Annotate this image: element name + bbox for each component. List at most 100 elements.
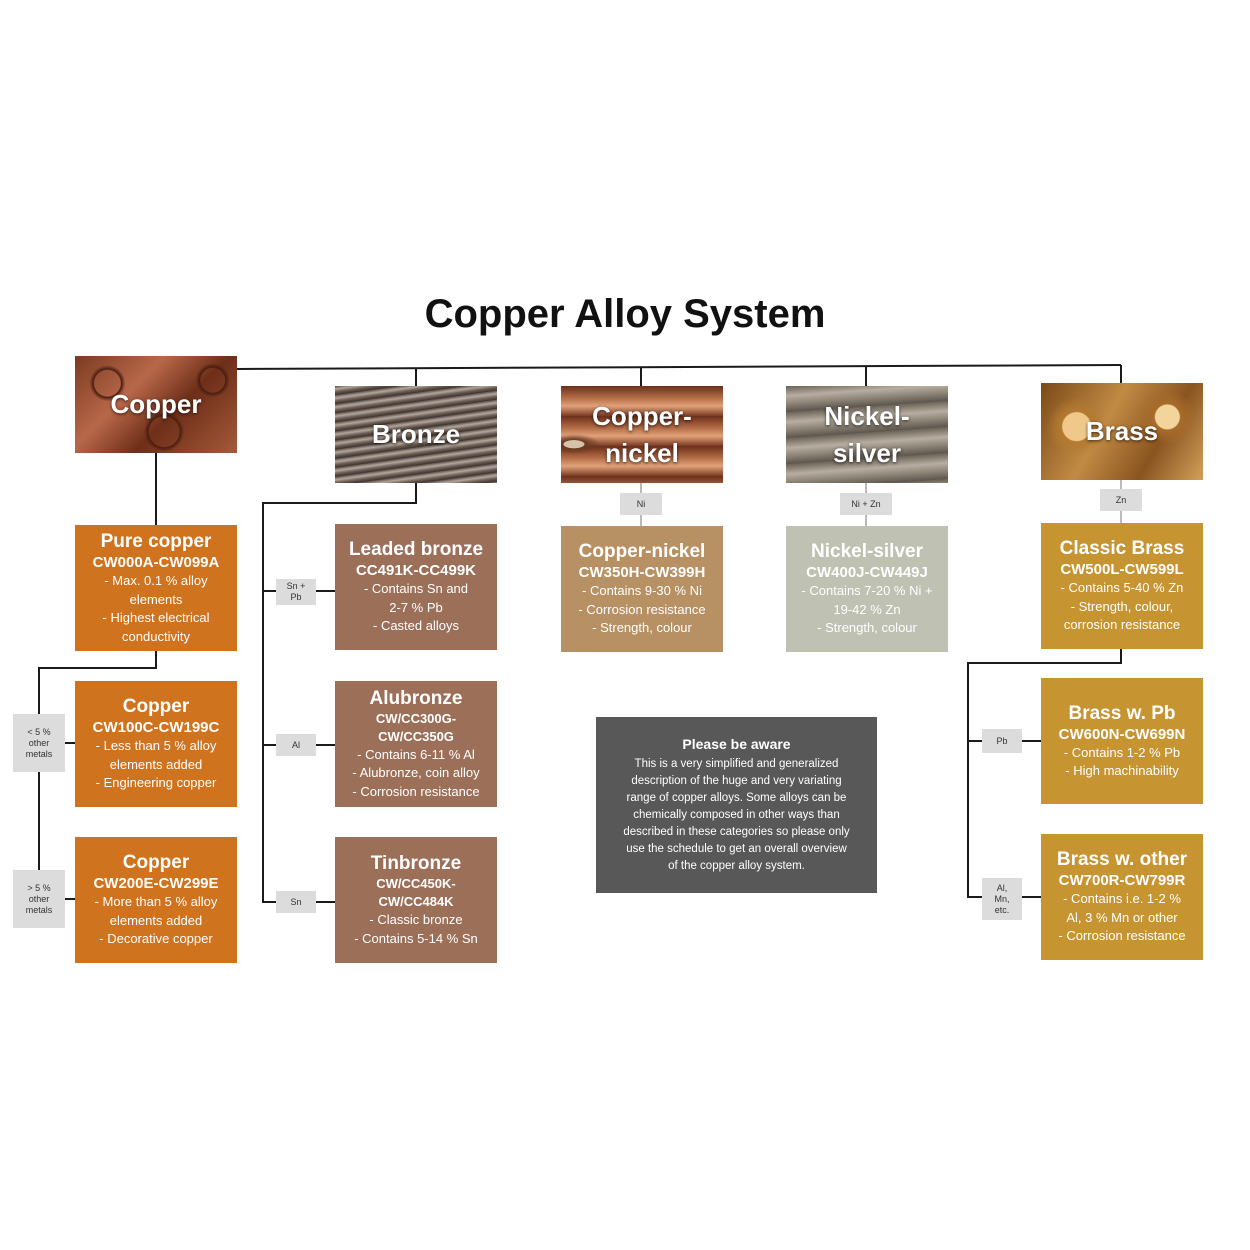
tinbronze-box: Tinbronze CW/CC450K- CW/CC484K - Classic… [335, 837, 497, 963]
box-code: CC491K-CC499K [355, 562, 477, 580]
bronze-family-photo: Bronze [335, 386, 497, 483]
box-heading: Copper [122, 852, 190, 874]
note-line: description of the huge and very variati… [631, 774, 842, 787]
box-line: - Corrosion resistance [352, 783, 480, 799]
box-line: - Contains 1-2 % Pb [1063, 744, 1181, 760]
tag-text: < 5 % [27, 726, 51, 737]
page-title: Copper Alloy System [424, 292, 826, 336]
note-line: chemically composed in other ways than [633, 808, 840, 821]
tag-pb: Pb [982, 729, 1022, 753]
tag-text: Mn, [994, 893, 1010, 904]
box-line: - Alubronze, coin alloy [352, 765, 480, 781]
tag-text: metals [25, 748, 53, 759]
copper-engineering-box: Copper CW100C-CW199C - Less than 5 % all… [75, 681, 237, 807]
nickel-silver-box: Nickel-silver CW400J-CW449J - Contains 7… [786, 526, 948, 652]
copper-family-photo: Copper [75, 356, 237, 453]
box-line: - Highest electrical [102, 610, 210, 625]
tag-text: Zn [1115, 494, 1127, 505]
box-line: - Strength, colour [817, 620, 917, 636]
tag-text: metals [25, 904, 53, 915]
leaded-bronze-box: Leaded bronze CC491K-CC499K - Contains S… [335, 524, 497, 650]
tag-more-than-5-percent: > 5 % other metals [13, 870, 65, 928]
box-line: - Strength, colour [592, 620, 692, 636]
brass-family-photo: Brass [1041, 383, 1203, 480]
tag-text: other [28, 737, 50, 748]
copper-nickel-box: Copper-nickel CW350H-CW399H - Contains 9… [561, 526, 723, 652]
box-line: elements added [109, 756, 203, 772]
pure-copper-box: Pure copper CW000A-CW099A - Max. 0.1 % a… [75, 525, 237, 651]
box-line: - Contains 5-40 % Zn [1060, 580, 1184, 596]
note-line: of the copper alloy system. [668, 859, 805, 872]
box-line: elements [129, 591, 183, 607]
box-code: CW700R-CW799R [1058, 872, 1186, 890]
note-heading: Please be aware [682, 735, 791, 752]
box-line: - Contains 7-20 % Ni + [801, 583, 933, 599]
tag-ni: Ni [620, 493, 662, 515]
tag-text: Ni + Zn [851, 498, 881, 509]
box-line: - Strength, colour, [1070, 598, 1174, 614]
note-line: use the schedule to get an overall overv… [626, 842, 847, 855]
box-line: - Contains 6-11 % Al [357, 746, 475, 762]
box-heading: Alubronze [369, 687, 463, 709]
box-code: CW000A-CW099A [92, 554, 220, 571]
disclaimer-note: Please be aware This is a very simplifie… [596, 717, 877, 893]
tag-text: Al [291, 739, 300, 750]
tag-text: Ni [636, 498, 646, 509]
classic-brass-box: Classic Brass CW500L-CW599L - Contains 5… [1041, 523, 1203, 649]
copper-decorative-box: Copper CW200E-CW299E - More than 5 % all… [75, 837, 237, 963]
tag-text: other [28, 893, 50, 904]
tag-ni-zn: Ni + Zn [840, 493, 892, 515]
box-heading: Leaded bronze [348, 539, 484, 561]
box-code: CW350H-CW399H [578, 564, 706, 582]
tag-zn: Zn [1100, 489, 1142, 511]
copper-family-label: Copper [110, 389, 202, 419]
box-code: CW100C-CW199C [92, 719, 220, 737]
box-line: 2-7 % Pb [389, 599, 443, 615]
box-heading: Classic Brass [1059, 538, 1185, 560]
box-line: - Contains Sn and [363, 581, 469, 597]
box-heading: Pure copper [100, 531, 212, 552]
box-line: - Engineering copper [95, 775, 217, 791]
tag-text: Sn + [286, 581, 306, 591]
box-heading: Copper-nickel [578, 541, 706, 563]
tag-text: Sn [290, 896, 302, 907]
tag-sn-pb: Sn + Pb [276, 579, 316, 605]
tag-al-mn-etc: Al, Mn, etc. [982, 878, 1022, 920]
box-code: CW200E-CW299E [93, 875, 219, 893]
note-line: This is a very simplified and generalize… [634, 757, 839, 770]
copper-nickel-family-label-line1: Copper- [592, 400, 692, 431]
brass-family-label: Brass [1085, 416, 1159, 446]
box-code-line1: CW/CC300G- [375, 710, 457, 726]
box-line: - Corrosion resistance [578, 601, 706, 617]
box-code: CW400J-CW449J [806, 564, 928, 582]
box-line: - Max. 0.1 % alloy [104, 573, 208, 588]
bronze-family-label: Bronze [371, 419, 461, 449]
tag-text: etc. [994, 904, 1010, 915]
nickel-silver-family-photo: Nickel- silver [786, 386, 948, 483]
tag-text: Pb [290, 592, 302, 602]
brass-other-box: Brass w. other CW700R-CW799R - Contains … [1041, 834, 1203, 960]
box-line: - Classic bronze [369, 912, 463, 927]
box-line: - Less than 5 % alloy [95, 738, 217, 754]
box-code: CW500L-CW599L [1060, 561, 1184, 579]
box-line: conductivity [122, 628, 190, 644]
brass-lead-box: Brass w. Pb CW600N-CW699N - Contains 1-2… [1041, 678, 1203, 804]
note-line: range of copper alloys. Some alloys can … [626, 791, 847, 804]
tag-text: > 5 % [27, 882, 51, 893]
box-line: - Corrosion resistance [1058, 928, 1186, 944]
box-code-line2: CW/CC350G [378, 728, 454, 744]
copper-nickel-family-photo: Copper- nickel [561, 386, 723, 483]
box-code: CW600N-CW699N [1058, 725, 1186, 743]
box-line: Al, 3 % Mn or other [1066, 909, 1178, 925]
copper-nickel-family-label-line2: nickel [605, 437, 679, 468]
tag-text: Pb [996, 735, 1008, 746]
alubronze-box: Alubronze CW/CC300G- CW/CC350G - Contain… [335, 681, 497, 807]
box-line: - More than 5 % alloy [94, 894, 218, 910]
box-line: elements added [109, 912, 203, 928]
tag-sn: Sn [276, 891, 316, 913]
tag-al: Al [276, 734, 316, 756]
box-line: - Decorative copper [99, 931, 213, 947]
tag-less-than-5-percent: < 5 % other metals [13, 714, 65, 772]
box-line: - Contains 9-30 % Ni [582, 583, 702, 599]
box-line: - Contains i.e. 1-2 % [1063, 891, 1181, 907]
